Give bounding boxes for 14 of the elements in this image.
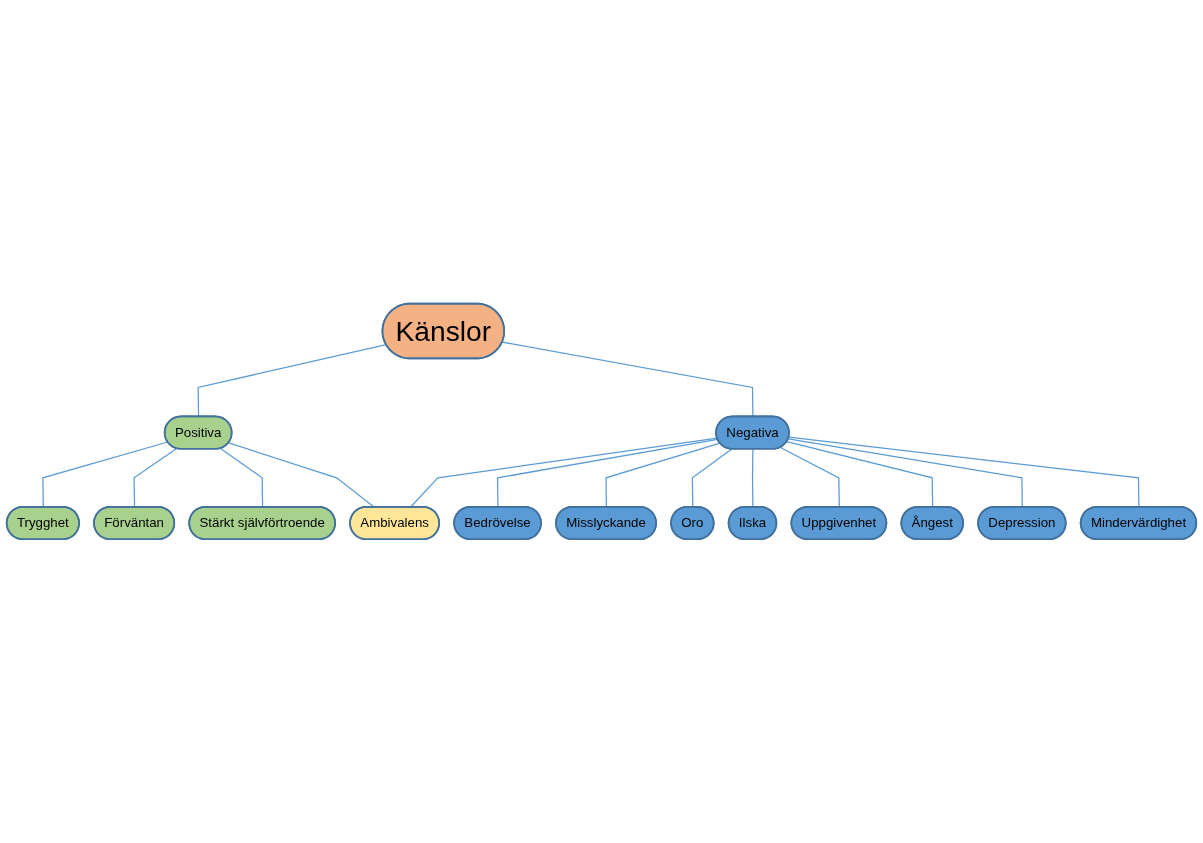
connector <box>605 442 721 508</box>
connector <box>496 438 719 508</box>
connector <box>691 448 733 508</box>
connector <box>751 448 754 508</box>
connector <box>409 437 718 508</box>
connector <box>788 436 1140 508</box>
connector <box>786 441 934 508</box>
connector <box>228 442 375 508</box>
connector <box>219 448 264 508</box>
connector <box>787 438 1023 508</box>
connector <box>779 446 840 508</box>
connector <box>133 448 178 508</box>
connector <box>501 341 754 418</box>
connector <box>42 441 169 508</box>
